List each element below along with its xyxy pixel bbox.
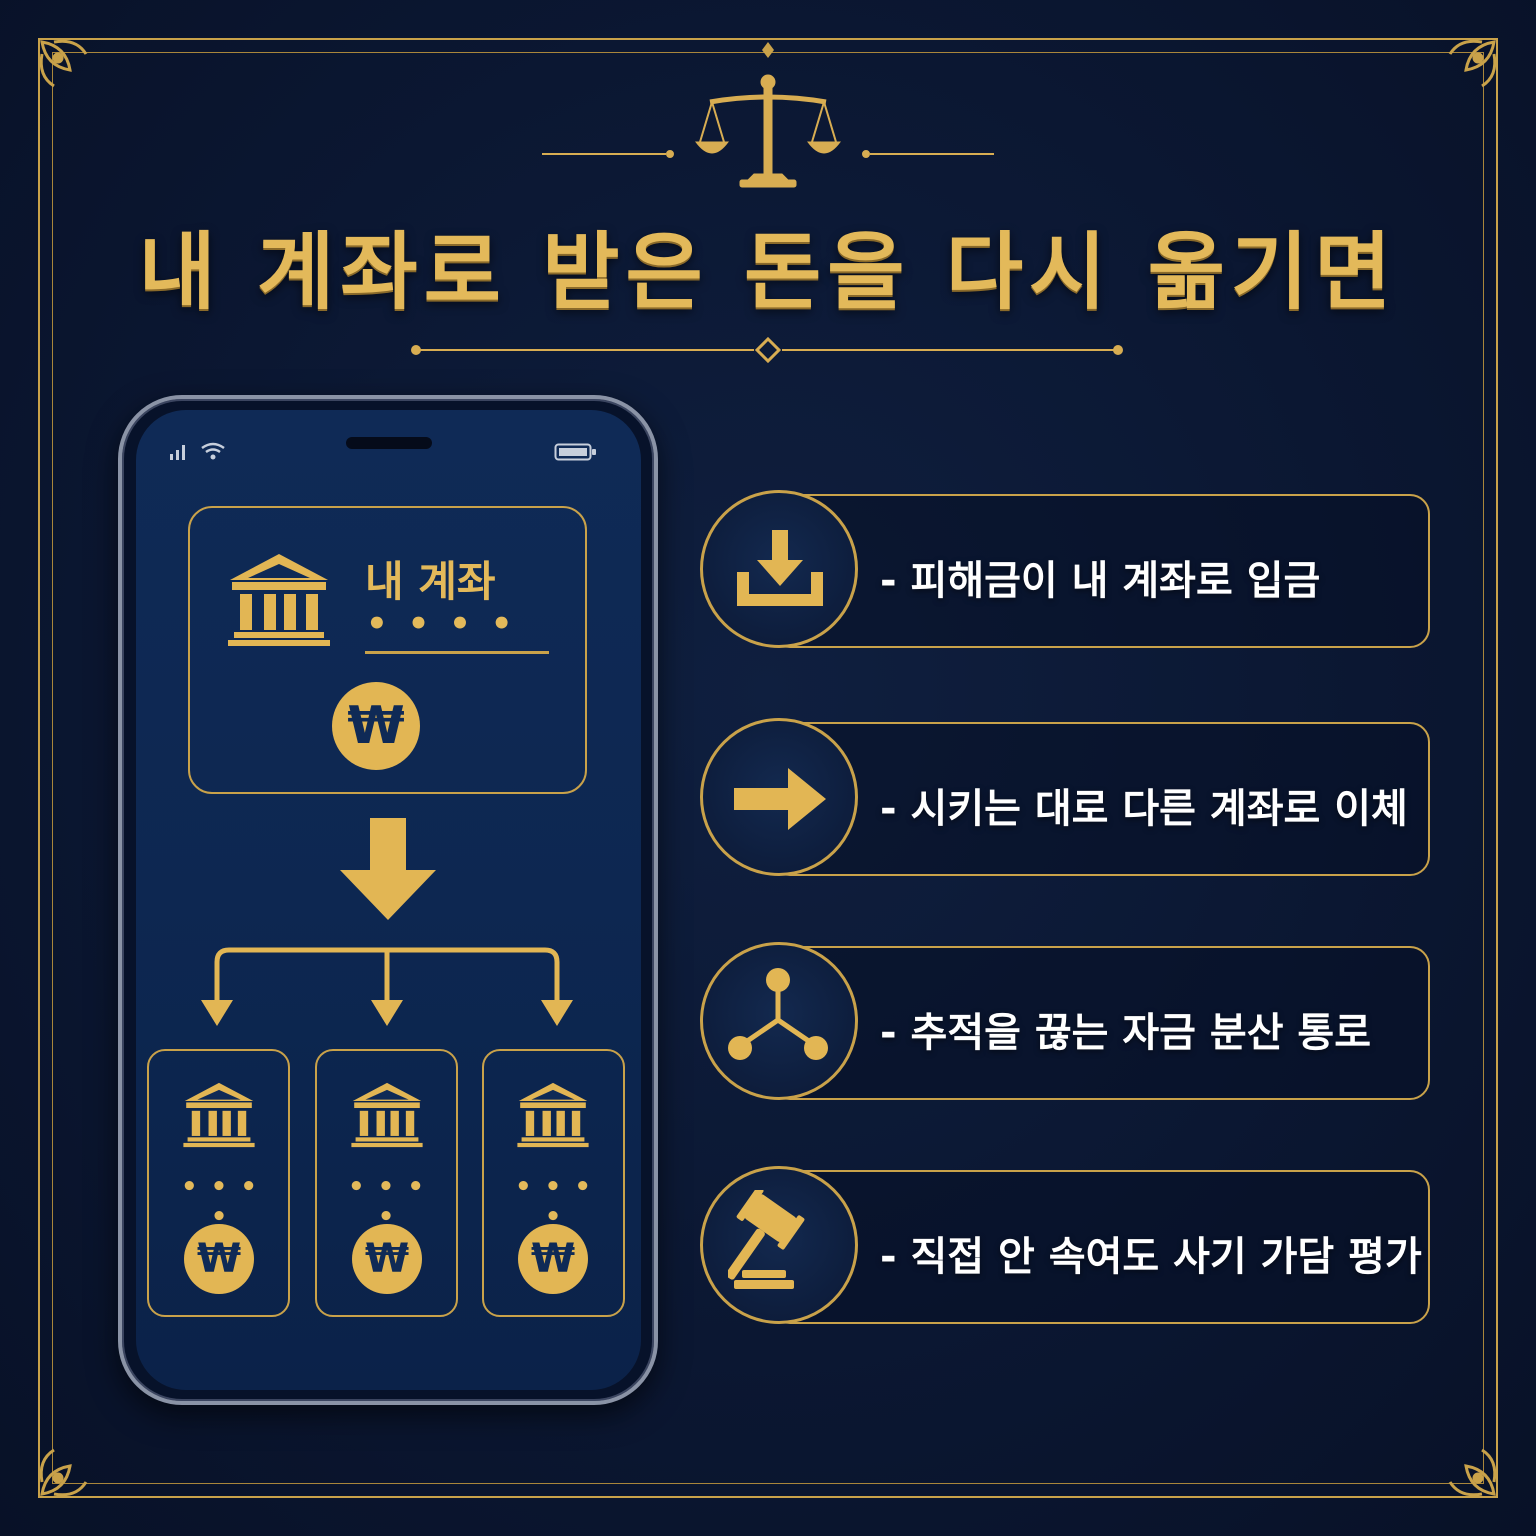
scales-of-justice-icon — [542, 74, 994, 188]
gavel-icon — [728, 1190, 805, 1289]
sub-account-mask: • • • • — [181, 1172, 259, 1232]
feature-row-3 — [770, 946, 1430, 1100]
won-coin-icon: ₩ — [184, 1224, 254, 1294]
corner-ornament-bottom-left — [39, 1448, 88, 1497]
bank-icon — [228, 554, 330, 646]
branch-arrows-icon — [201, 947, 573, 1026]
my-account-card — [188, 506, 587, 794]
my-account-label: 내 계좌 — [365, 557, 496, 606]
won-coin-icon: ₩ — [518, 1224, 588, 1294]
feature-text-4: - 직접 안 속여도 사기 가담 평가 — [880, 1234, 1422, 1280]
page-title: 내 계좌로 받은 돈을 다시 옮기면 — [138, 222, 1398, 321]
feature-row-4 — [770, 1170, 1430, 1324]
sub-account-card-2 — [315, 1049, 458, 1317]
network-split-icon — [728, 968, 828, 1060]
title-divider — [411, 336, 1123, 364]
sub-account-mask: • • • • — [348, 1172, 426, 1232]
down-arrow-icon — [340, 818, 436, 920]
sub-account-card-1 — [147, 1049, 290, 1317]
download-icon — [737, 530, 823, 606]
bank-icon — [351, 1082, 423, 1148]
battery-icon — [554, 443, 596, 461]
account-number-mask: • • • • — [366, 604, 517, 644]
won-coin-icon: ₩ — [332, 682, 420, 770]
feature-text-3: - 추적을 끊는 자금 분산 통로 — [880, 1010, 1372, 1056]
corner-ornament-top-right — [1448, 39, 1497, 88]
feature-text-2: - 시키는 대로 다른 계좌로 이체 — [880, 786, 1408, 832]
corner-ornament-bottom-right — [1448, 1448, 1497, 1497]
phone-speaker-notch — [346, 437, 432, 449]
bank-icon — [183, 1082, 255, 1148]
corner-ornament-top-left — [39, 39, 88, 88]
signal-wifi-icon — [170, 442, 225, 460]
bank-icon — [517, 1082, 589, 1148]
feature-row-2 — [770, 722, 1430, 876]
account-underline — [365, 651, 549, 654]
outer-frame — [38, 38, 1498, 1498]
arrow-right-icon — [734, 768, 826, 830]
feature-text-1: - 피해금이 내 계좌로 입금 — [880, 558, 1321, 604]
frame-diamond-ornament — [762, 42, 774, 58]
feature-row-1 — [770, 494, 1430, 648]
won-coin-icon: ₩ — [352, 1224, 422, 1294]
sub-account-mask: • • • • — [515, 1172, 593, 1232]
sub-account-card-3 — [482, 1049, 625, 1317]
